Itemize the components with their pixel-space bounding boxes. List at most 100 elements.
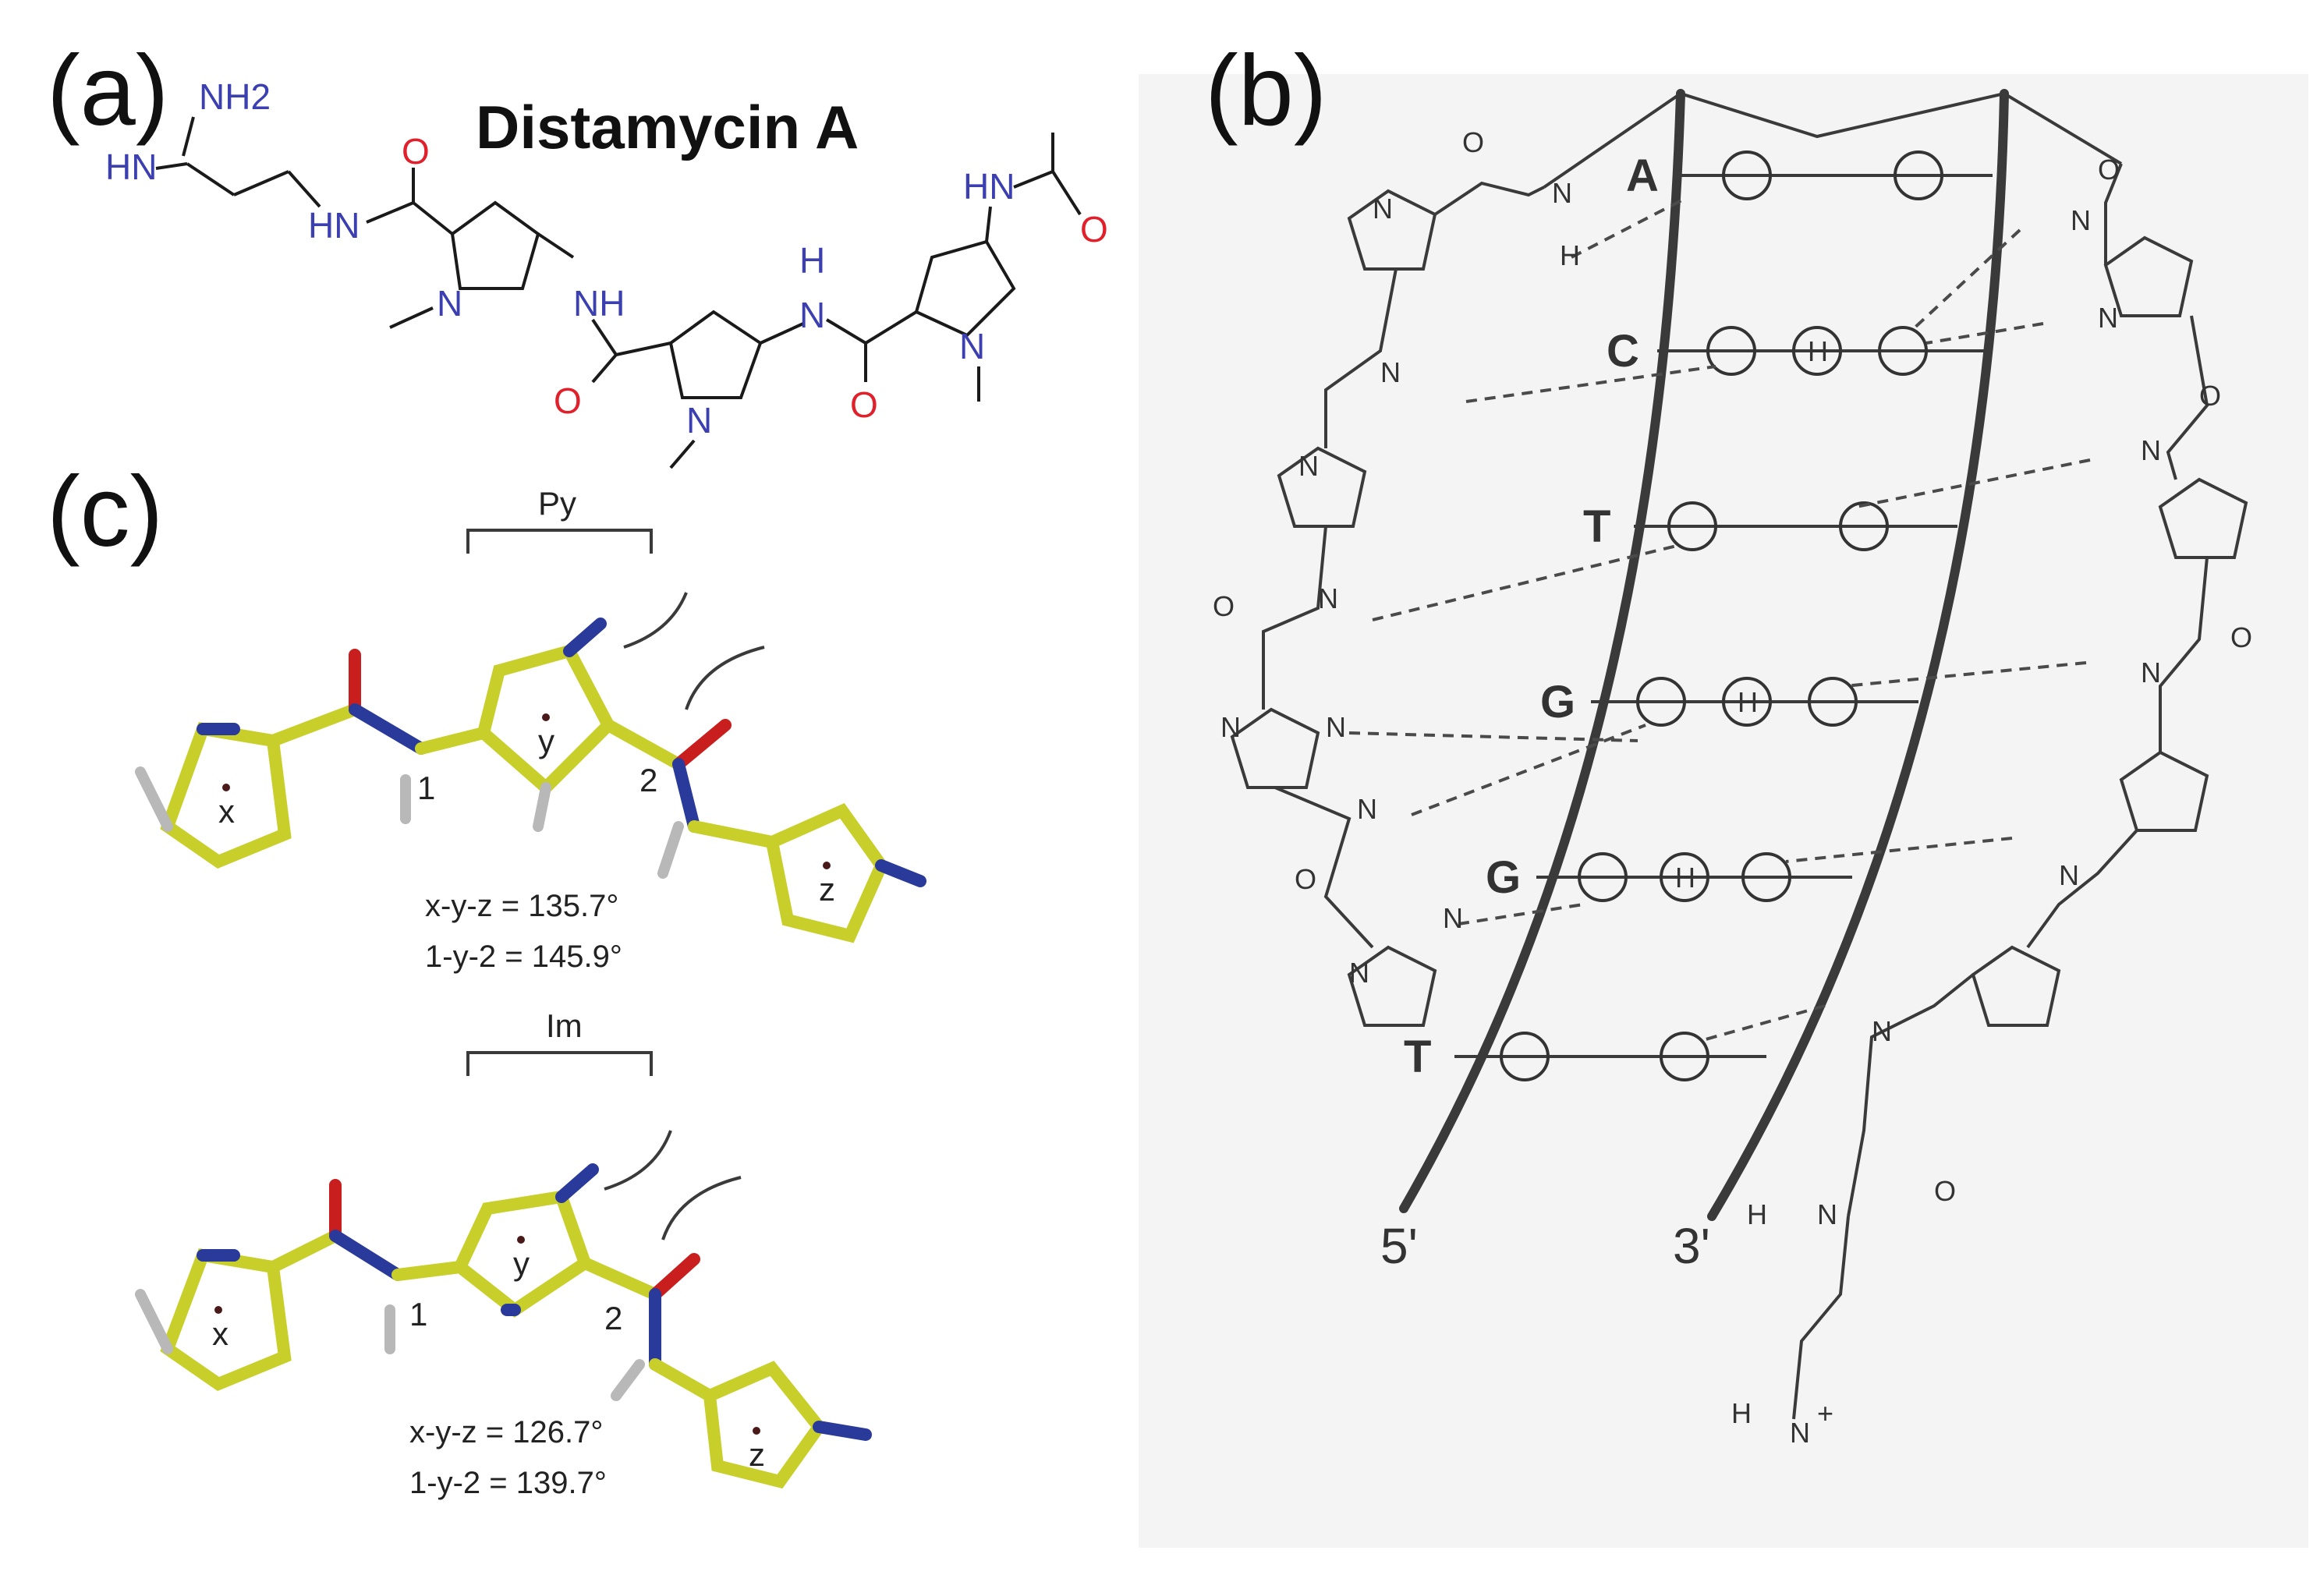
lone-pair-circle xyxy=(1808,677,1858,727)
pyrrole-ring-3 xyxy=(914,239,1016,338)
ligand-linker xyxy=(1262,526,1327,710)
hydrogen-bond xyxy=(1465,365,1716,403)
ligand-linker xyxy=(2026,829,2138,949)
bond xyxy=(875,859,926,887)
panel-c-label: (c) xyxy=(47,456,163,568)
atom-h-3: H xyxy=(799,240,825,281)
ligand-ring-left-1 xyxy=(1347,189,1437,271)
bond xyxy=(591,318,618,356)
panel-a-label: (a) xyxy=(47,35,168,147)
atom-n: N xyxy=(1349,957,1369,989)
panel-b: (b) 5' 3' A C H T G xyxy=(1139,35,2308,1548)
lone-pair-circle xyxy=(1878,326,1928,376)
atom-o: O xyxy=(1295,863,1316,895)
atom-h: H xyxy=(1747,1198,1767,1230)
base-label: T xyxy=(1583,501,1610,552)
lone-pair-circle xyxy=(1839,501,1889,551)
centroid-dot xyxy=(214,1306,222,1314)
atom-o: O xyxy=(1462,126,1484,158)
centroid-dot xyxy=(542,713,550,721)
base-label: T xyxy=(1404,1032,1431,1082)
centroid-y: y xyxy=(538,723,554,759)
panel-b-background xyxy=(1139,74,2308,1548)
ligand-ring-right-1 xyxy=(2103,235,2194,317)
atom-n: N xyxy=(1357,793,1377,825)
atom-o: O xyxy=(2199,380,2221,412)
bond xyxy=(391,1261,466,1281)
hydrogen-bond xyxy=(1785,837,2013,863)
base-pair-5: G H xyxy=(1486,852,1852,903)
atom-h: H xyxy=(1738,686,1758,718)
bond xyxy=(591,353,618,384)
hydrogen-bond xyxy=(1411,724,1646,816)
atom-n: N xyxy=(1872,1015,1892,1047)
atom-nh-2: NH xyxy=(573,283,625,324)
bond xyxy=(233,170,289,196)
ligand-linker xyxy=(2166,315,2209,480)
bond xyxy=(182,116,195,157)
bond xyxy=(1051,170,1082,216)
bond xyxy=(349,703,427,755)
atom-o: O xyxy=(1934,1175,1956,1207)
atom-o: O xyxy=(2098,154,2120,186)
bond xyxy=(649,1358,716,1402)
h-bond-stick xyxy=(533,782,551,832)
bond xyxy=(864,310,918,345)
bond xyxy=(155,162,188,170)
h-bond-stick xyxy=(135,766,173,832)
atom-o: O xyxy=(1213,590,1235,622)
atom-n: N xyxy=(959,326,985,366)
ligand-linker xyxy=(2104,163,2123,265)
atom-o: O xyxy=(850,384,878,425)
hydrogen-bond xyxy=(1925,322,2044,345)
panel-a: (a) Distamycin A NH2 HN HN O N NH O N H … xyxy=(47,35,1108,469)
bond xyxy=(366,201,414,224)
lone-pair-circle xyxy=(1706,326,1756,376)
atom-h: H xyxy=(1808,335,1828,367)
hydrogen-bond xyxy=(1909,228,2021,333)
atom-n: N xyxy=(1380,356,1401,388)
ring-z xyxy=(703,1361,827,1489)
centroid-y: y xyxy=(513,1245,530,1282)
ring-z xyxy=(764,803,889,943)
base-pair-6: T xyxy=(1404,1032,1766,1082)
bond xyxy=(825,318,867,345)
bond xyxy=(602,719,685,770)
angle-xyz: x-y-z = 135.7° xyxy=(425,889,618,923)
ligand-linker xyxy=(2159,557,2209,752)
ligand-linker xyxy=(1433,181,1545,216)
base-pair-1: A xyxy=(1626,150,1993,201)
centroid-dot xyxy=(517,1236,525,1244)
base-label: G xyxy=(1486,852,1521,903)
panel-a-title: Distamycin A xyxy=(476,93,859,161)
atom-n: N xyxy=(1318,582,1338,614)
h-bond-stick xyxy=(611,1359,645,1401)
end-label-3: 3' xyxy=(1673,1218,1710,1274)
steric-arc xyxy=(623,592,688,649)
atom-hn-amidine: HN xyxy=(105,147,157,187)
atom-n: N xyxy=(1373,193,1393,225)
hydrogen-bond xyxy=(1372,544,1677,621)
base-label: A xyxy=(1626,150,1659,201)
ligand-linker xyxy=(1274,786,1374,949)
linker-top xyxy=(1543,91,2123,189)
steric-arc xyxy=(604,1130,672,1191)
centroid-dot xyxy=(753,1427,760,1435)
bracket-label: Py xyxy=(538,485,576,522)
bracket xyxy=(466,529,653,554)
end-label-5: 5' xyxy=(1380,1218,1418,1274)
centroid-x: x xyxy=(212,1315,229,1352)
atom-plus: + xyxy=(1817,1397,1833,1429)
ligand-ring-right-3 xyxy=(2119,750,2209,832)
bond xyxy=(672,719,732,770)
atom-n: N xyxy=(1220,711,1241,743)
centroid-z: z xyxy=(749,1436,765,1473)
ligand-tail xyxy=(1847,973,1975,1217)
panel-c: (c) Py x xyxy=(47,456,926,1500)
bond xyxy=(415,727,490,755)
dna-strand-3 xyxy=(1707,89,2009,1221)
bond xyxy=(813,1421,872,1441)
marker-2: 2 xyxy=(604,1300,622,1336)
bond xyxy=(287,170,321,208)
pyrrole-ring-1 xyxy=(450,200,540,290)
